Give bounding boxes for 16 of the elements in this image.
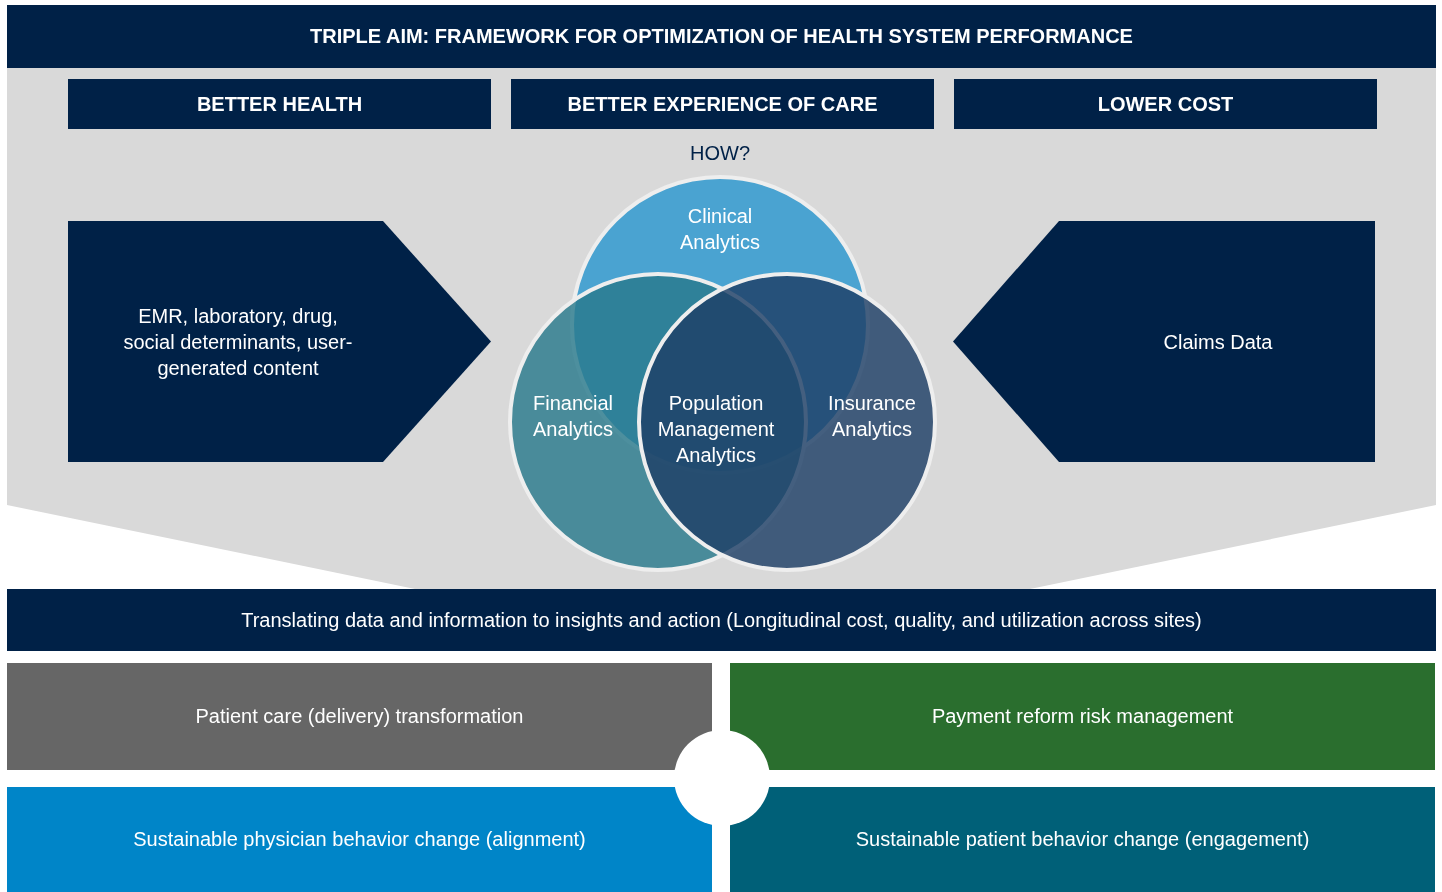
quadrant-panel: Sustainable physician behavior change (alignment) — [7, 787, 712, 892]
header-bar: BETTER EXPERIENCE OF CARE — [511, 79, 934, 129]
header-bar: BETTER HEALTH — [68, 79, 491, 129]
quadrant-panel: Patient care (delivery) transformation — [7, 663, 712, 770]
quadrant-panel: Sustainable patient behavior change (engagement) — [730, 787, 1435, 892]
node-text: Clinical Analytics — [679, 204, 761, 255]
question-label: HOW? — [689, 141, 751, 166]
title-banner: TRIPLE AIM: FRAMEWORK FOR OPTIMIZATION OF HEALTH SYSTEM PERFORMANCE — [7, 5, 1436, 68]
header-bar: LOWER COST — [954, 79, 1377, 129]
node-text: EMR, laboratory, drug, social determinants, user-generated content — [122, 303, 354, 381]
quadrant-panel: Payment reform risk management — [730, 663, 1435, 770]
node-text: Claims Data — [1162, 329, 1274, 355]
node-text: Insurance Analytics — [827, 391, 917, 442]
banner: Translating data and information to insights and action (Longitudinal cost, quality, and utilization across sites) — [7, 589, 1436, 651]
node-text: Financial Analytics — [531, 391, 614, 442]
overlap-label: Population Management Analytics — [656, 391, 776, 468]
